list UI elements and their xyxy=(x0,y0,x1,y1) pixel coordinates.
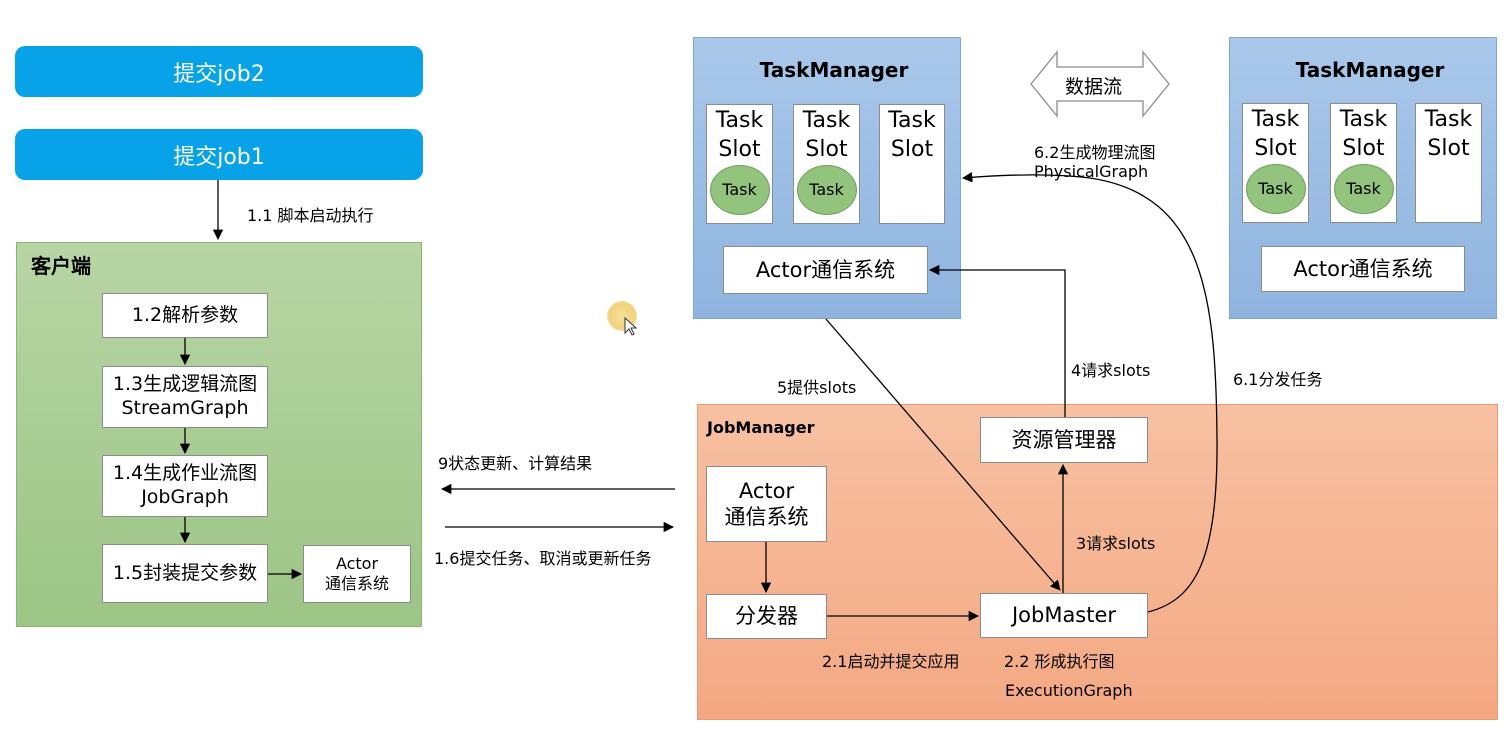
label-3: 3请求slots xyxy=(1076,534,1156,553)
arrow-4-request-slots xyxy=(928,264,1066,417)
client-actor-label: Actor xyxy=(335,554,379,573)
slot-label: Task xyxy=(888,108,936,133)
jobmaster-box: JobMaster xyxy=(980,593,1148,638)
slot-label: Slot xyxy=(718,136,761,162)
submit-job2-button[interactable]: 提交job2 xyxy=(15,46,423,97)
resource-manager-box: 资源管理器 xyxy=(980,417,1148,463)
task-circle: Task xyxy=(796,165,857,215)
label-5: 5提供slots xyxy=(777,378,857,397)
client-actor-sub: 通信系统 xyxy=(324,574,389,593)
client-actor-box: Actor 通信系统 xyxy=(303,545,411,603)
submit-job1-button[interactable]: 提交job1 xyxy=(15,129,423,180)
label-execution-graph: ExecutionGraph xyxy=(1005,681,1133,700)
label-4: 4请求slots xyxy=(1071,361,1151,380)
taskmanager-2-slot-3: Task Slot xyxy=(1415,103,1482,223)
slot-label: Task xyxy=(1424,107,1473,132)
label-2-2: 2.2 形成执行图 xyxy=(1004,652,1115,671)
taskmanager-1-title: TaskManager xyxy=(759,58,909,82)
taskmanager-1-slot-2: Task Slot Task xyxy=(793,104,860,224)
job-graph-label: 1.4生成作业流图 xyxy=(112,462,258,485)
stream-graph-box: 1.3生成逻辑流图 StreamGraph xyxy=(102,366,268,428)
label-9: 9状态更新、计算结果 xyxy=(438,454,593,473)
slot-label: Slot xyxy=(805,136,848,162)
cursor-highlight xyxy=(607,301,637,331)
slot-label: Task xyxy=(1251,107,1300,132)
arrow-6-1-distribute xyxy=(961,172,1218,613)
label-1-6: 1.6提交任务、取消或更新任务 xyxy=(434,549,652,568)
label-1-1: 1.1 脚本启动执行 xyxy=(247,206,374,225)
parse-params-label: 1.2解析参数 xyxy=(131,303,239,326)
slot-label: Slot xyxy=(1427,135,1470,161)
label-6-1: 6.1分发任务 xyxy=(1233,370,1323,389)
parse-params-box: 1.2解析参数 xyxy=(102,293,268,338)
package-params-box: 1.5封装提交参数 xyxy=(102,544,268,603)
task-circle: Task xyxy=(1333,164,1394,214)
label-2-1: 2.1启动并提交应用 xyxy=(822,652,960,671)
package-params-label: 1.5封装提交参数 xyxy=(112,561,258,584)
stream-graph-sub: StreamGraph xyxy=(121,397,249,419)
taskmanager-2-actor: Actor通信系统 xyxy=(1261,246,1465,292)
taskmanager-1-slot-1: Task Slot Task xyxy=(706,104,773,224)
taskmanager-1-slot-3: Task Slot xyxy=(879,104,945,224)
jobmanager-actor-sub: 通信系统 xyxy=(724,505,809,529)
resource-manager-label: 资源管理器 xyxy=(1011,427,1117,452)
slot-label: Task xyxy=(715,108,764,133)
task-circle: Task xyxy=(1245,164,1306,214)
label-6-2: 6.2生成物理流图 xyxy=(1034,143,1156,162)
client-title: 客户端 xyxy=(31,254,91,278)
jobmanager-actor-box: Actor 通信系统 xyxy=(706,466,827,542)
job-graph-box: 1.4生成作业流图 JobGraph xyxy=(102,455,268,517)
taskmanager-2-slot-2: Task Slot Task xyxy=(1330,103,1397,223)
slot-label: Slot xyxy=(1342,135,1385,161)
slot-label: Task xyxy=(1339,107,1388,132)
label-6-2-sub: PhysicalGraph xyxy=(1034,162,1149,181)
job-graph-sub: JobGraph xyxy=(141,486,229,508)
arrow-5-provide-slots xyxy=(825,318,1061,591)
stream-graph-label: 1.3生成逻辑流图 xyxy=(112,373,258,396)
dispatcher-box: 分发器 xyxy=(706,594,827,639)
taskmanager-2-title: TaskManager xyxy=(1295,58,1445,82)
jobmaster-label: JobMaster xyxy=(1011,603,1117,628)
taskmanager-1-actor: Actor通信系统 xyxy=(723,246,928,294)
actor-label: Actor通信系统 xyxy=(1293,256,1433,281)
slot-label: Task xyxy=(802,108,851,133)
slot-label: Slot xyxy=(1254,135,1297,161)
dataflow-label: 数据流 xyxy=(1065,76,1123,98)
jobmanager-actor-label: Actor xyxy=(738,478,795,503)
dispatcher-label: 分发器 xyxy=(735,604,798,629)
dataflow-double-arrow xyxy=(1030,50,1170,118)
taskmanager-2-slot-1: Task Slot Task xyxy=(1242,103,1309,223)
jobmanager-title: JobManager xyxy=(707,418,815,437)
slot-label: Slot xyxy=(890,136,934,162)
task-circle: Task xyxy=(709,165,770,215)
actor-label: Actor通信系统 xyxy=(755,257,896,282)
